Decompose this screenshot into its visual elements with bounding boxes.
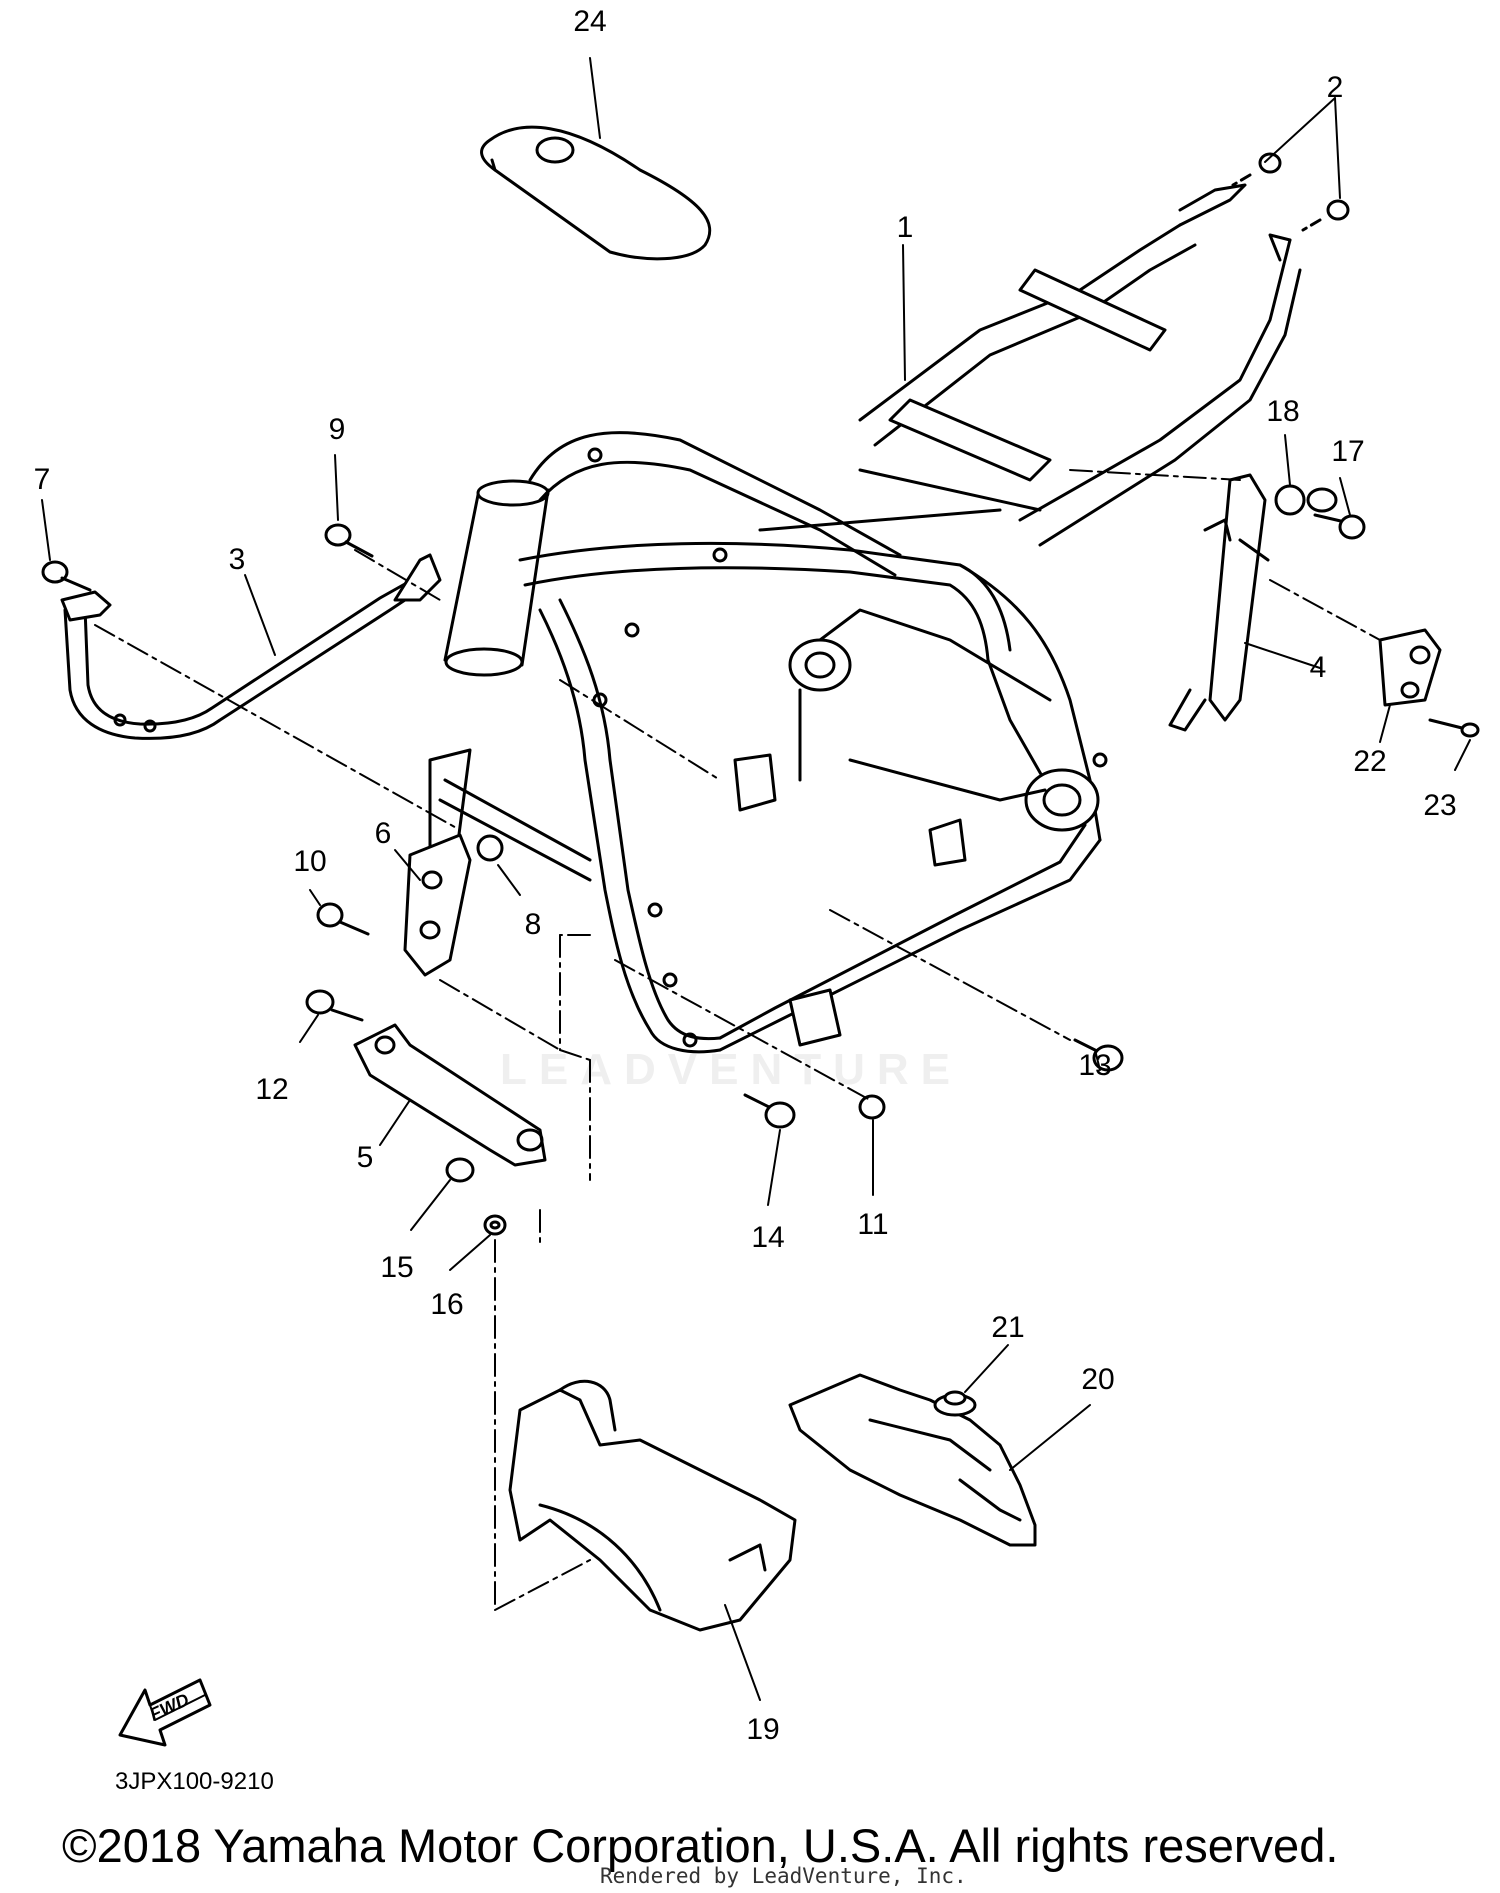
callout-2: 2 [1326, 71, 1344, 104]
callout-14: 14 [751, 1221, 785, 1254]
part-21-grommet [933, 1390, 977, 1417]
callout-10: 10 [293, 845, 327, 878]
part-24-pad [480, 125, 712, 261]
part-3-guard-bar [60, 553, 442, 740]
callout-9: 9 [328, 413, 346, 446]
callout-16: 16 [430, 1288, 464, 1321]
fasteners-right [1274, 484, 1480, 738]
part-1-main-frame [428, 183, 1302, 1054]
callout-18: 18 [1266, 395, 1300, 428]
part-4-brace [1168, 473, 1270, 732]
copyright-notice: ©2018 Yamaha Motor Corporation, U.S.A. A… [62, 1819, 1339, 1872]
leader-lines [41, 57, 1471, 1701]
callout-12: 12 [255, 1073, 289, 1106]
callout-3: 3 [228, 543, 246, 576]
callout-7: 7 [33, 463, 51, 496]
callout-23: 23 [1423, 789, 1457, 822]
bolts-and-nuts [41, 523, 1124, 1236]
callout-4: 4 [1309, 651, 1327, 684]
part-19-lower-cover [508, 1379, 797, 1632]
callout-8: 8 [524, 908, 542, 941]
callout-5: 5 [356, 1141, 374, 1174]
callout-24: 24 [573, 5, 607, 38]
part-5-lower-plate [353, 1023, 547, 1167]
rendered-by-notice: Rendered by LeadVenture, Inc. [600, 1864, 967, 1888]
callout-11: 11 [857, 1208, 889, 1241]
part-22-bracket [1378, 628, 1442, 707]
catalog-code: 3JPX100-9210 [115, 1768, 274, 1795]
watermark: LEADVENTURE [500, 1045, 963, 1094]
fwd-arrow-icon [118, 1678, 212, 1747]
callout-17: 17 [1331, 435, 1365, 468]
callout-6: 6 [374, 817, 392, 850]
part-20-plate [788, 1373, 1037, 1547]
callout-13: 13 [1078, 1049, 1112, 1082]
callout-20: 20 [1081, 1363, 1115, 1396]
callout-15: 15 [380, 1251, 414, 1284]
part-2-caps [1231, 152, 1350, 232]
callout-22: 22 [1353, 745, 1387, 778]
callout-21: 21 [991, 1311, 1025, 1344]
part-6-gusset [403, 833, 472, 977]
callout-19: 19 [746, 1713, 780, 1746]
callout-1: 1 [896, 211, 914, 244]
alignment-lines [94, 469, 1381, 1611]
